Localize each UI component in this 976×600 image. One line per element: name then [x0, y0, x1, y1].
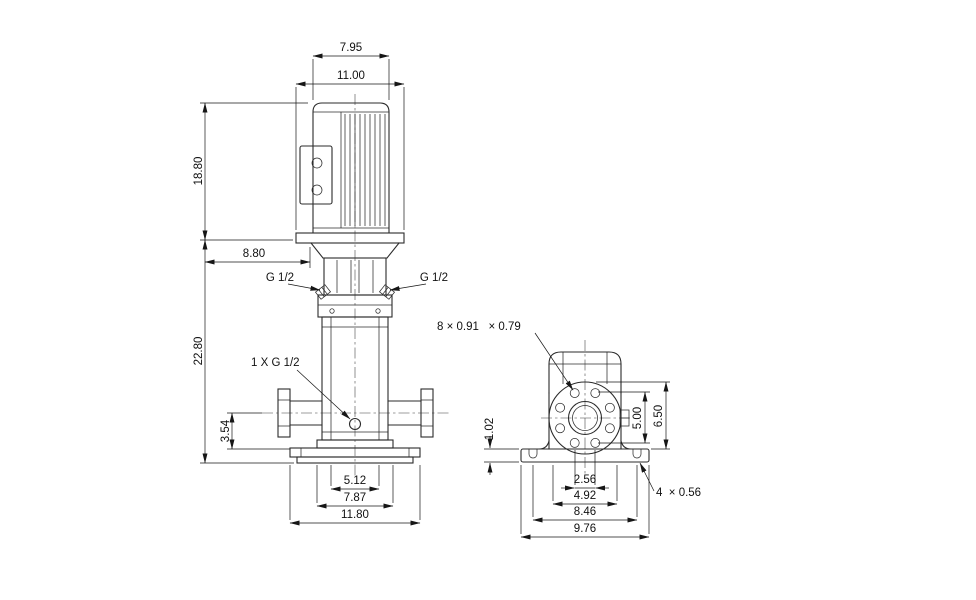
dim-motor-top-width-label: 7.95: [340, 42, 362, 54]
dim-chamber-width: 5.12: [330, 465, 380, 492]
dim-head-width: 7.87: [316, 465, 394, 509]
cable-entry-bottom: [311, 184, 323, 196]
dim-base-depth: 9.76: [520, 465, 650, 540]
dim-flange-height-label: 6.50: [653, 405, 665, 427]
dim-port-centerline-height-label: 3.54: [220, 419, 232, 442]
dim-flange-height: 6.50: [596, 381, 670, 450]
terminal-box: [299, 145, 333, 205]
drain-plug: [348, 417, 362, 431]
dim-base-depth-label: 9.76: [574, 523, 596, 535]
callout-gauge-port-right: G 1/2: [389, 272, 448, 291]
dim-head-width-label: 7.87: [344, 492, 366, 504]
drain-port-label: 1 X G 1/2: [251, 357, 300, 369]
flange-bolt-holes-label: 8 × 0.91 × 0.79: [437, 321, 521, 333]
suction-flange-left: [277, 388, 323, 438]
base-slot-left: [528, 449, 538, 459]
gauge-port-left-label: G 1/2: [266, 272, 294, 284]
dim-base-width-label: 11.80: [341, 509, 369, 521]
flange-bolt-holes: [555, 388, 615, 448]
dim-coupling-offset-label: 8.80: [243, 248, 265, 260]
dim-motor-height-label: 18.80: [193, 157, 205, 186]
cable-entry-top: [311, 157, 323, 169]
callout-drain-port: 1 X G 1/2: [251, 357, 351, 420]
dim-bolt-pitch-outer: 4.92: [552, 465, 618, 507]
motor-flange: [295, 232, 405, 244]
dim-motor-flange-width: 11.00: [295, 70, 405, 230]
dim-pump-height: 22.80: [193, 239, 294, 464]
front-view: 7.95 11.00 18.80 22.80 8.80 G 1/2: [193, 42, 449, 526]
motor: [295, 102, 405, 244]
gauge-port-right-label: G 1/2: [420, 272, 448, 284]
dim-bolt-circle-span: 5.00: [598, 391, 650, 444]
dim-chamber-width-label: 5.12: [344, 475, 366, 487]
motor-fins: [344, 114, 386, 226]
base-slot-right: [632, 449, 642, 459]
dim-bolt-pitch-outer-label: 4.92: [574, 490, 596, 502]
dim-foot-hole-span: 8.46: [532, 465, 638, 523]
flange-face: [548, 381, 630, 455]
dim-port-centerline-height: 3.54: [220, 412, 290, 450]
dim-foot-hole-span-label: 8.46: [574, 506, 596, 518]
dim-base-plate-thickness: 1.02: [484, 418, 519, 475]
dim-coupling-offset: 8.80: [204, 247, 311, 268]
dim-bolt-pitch-inner-label: 2.56: [574, 474, 596, 486]
dim-pump-height-label: 22.80: [193, 337, 205, 366]
dim-motor-flange-width-label: 11.00: [337, 70, 365, 82]
callout-base-holes: 4 × 0.56: [639, 462, 701, 499]
callout-flange-bolt-holes: 8 × 0.91 × 0.79: [437, 321, 574, 391]
dim-motor-top-width: 7.95: [312, 42, 390, 100]
dim-base-width: 11.80: [289, 465, 421, 526]
dim-motor-height: 18.80: [193, 102, 308, 241]
base-front: [289, 439, 421, 464]
dim-bolt-pitch-inner: 2.56: [561, 450, 609, 491]
base-plate-side: [520, 448, 650, 463]
dim-base-plate-thickness-label: 1.02: [484, 418, 496, 440]
side-view: 8 × 0.91 × 0.79 1.02 5.00 6.50: [437, 321, 701, 540]
callout-gauge-port-left: G 1/2: [266, 272, 321, 291]
discharge-flange-right: [387, 388, 434, 438]
dim-bolt-circle-span-label: 5.00: [632, 407, 644, 429]
base-holes-label: 4 × 0.56: [656, 487, 701, 499]
